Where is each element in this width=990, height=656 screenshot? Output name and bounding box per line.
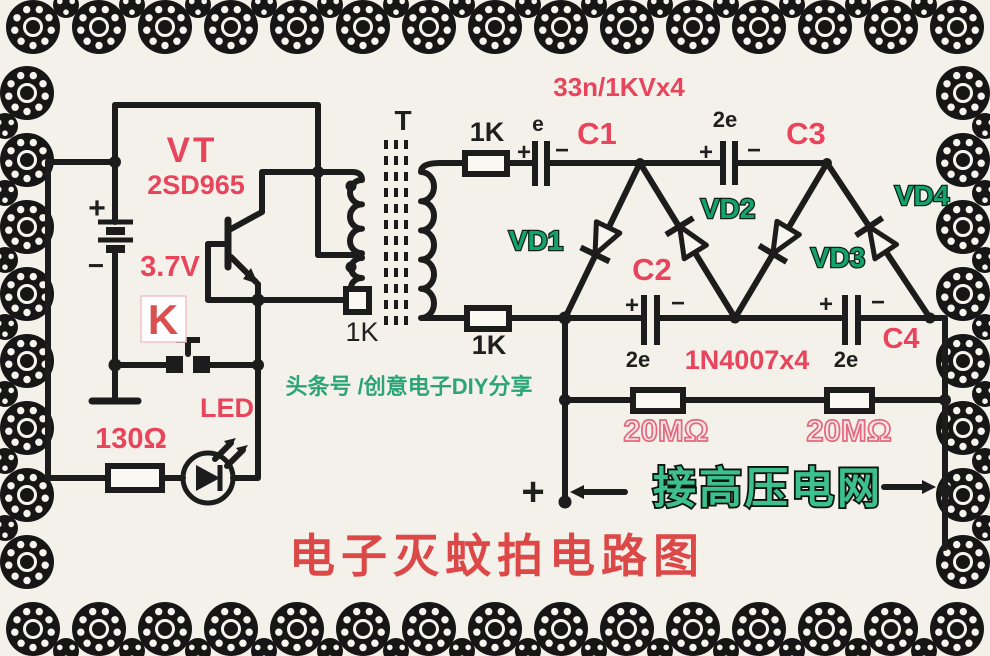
multiplier-bottom xyxy=(427,295,948,551)
c2-mark: 2e xyxy=(626,347,650,372)
c4-label: C4 xyxy=(882,323,919,355)
c4-minus: − xyxy=(871,289,885,316)
c3-mark: 2e xyxy=(713,107,737,132)
output-plus-sign: + xyxy=(521,470,544,514)
c4-plus: + xyxy=(819,291,833,318)
battery: + − xyxy=(88,192,133,281)
diode-vd3 xyxy=(757,218,802,265)
junction-dots xyxy=(108,156,952,509)
bleed-resistor-1-label: 20MΩ xyxy=(623,413,708,448)
bleed-resistor-2-label: 20MΩ xyxy=(806,413,891,448)
resistor-1k-bottom xyxy=(464,305,512,332)
c3-plus: + xyxy=(699,139,713,166)
diagram-title: 电子灭蚊拍电路图 xyxy=(289,531,705,582)
switch-k xyxy=(166,337,210,373)
cap-note-label: 33n/1KVx4 xyxy=(553,72,685,102)
emitter-arrow xyxy=(243,268,258,284)
led xyxy=(180,438,248,506)
vt-part-label: 2SD965 xyxy=(147,170,245,200)
c2-minus: − xyxy=(671,290,685,317)
led-label: LED xyxy=(200,393,254,423)
primary-winding-upper xyxy=(347,169,365,257)
battery-voltage-label: 3.7V xyxy=(140,251,200,283)
secondary-winding xyxy=(418,160,443,321)
polarity-dot xyxy=(345,180,357,192)
led-triangle xyxy=(196,465,220,491)
resistor-20m-1 xyxy=(630,387,686,414)
c1-label: C1 xyxy=(577,116,617,151)
watermark: 头条号 /创意电子DIY分享 xyxy=(286,374,533,399)
c2-label: C2 xyxy=(632,252,672,287)
diode-vd1 xyxy=(579,219,623,265)
c3-label: C3 xyxy=(786,116,826,151)
collector-lead xyxy=(228,169,321,232)
led-arrow xyxy=(224,438,236,448)
c1-mark: e xyxy=(532,113,544,136)
vd2-label: VD2 xyxy=(701,193,755,224)
battery-plus-sign: + xyxy=(88,192,106,225)
switch-label-patch xyxy=(140,295,187,343)
c4-mark: 2e xyxy=(834,347,858,372)
c3-minus: − xyxy=(747,137,761,164)
vd4-label: VD4 xyxy=(895,180,950,211)
resistor-130 xyxy=(105,463,165,493)
switch-label: K xyxy=(148,296,178,343)
circuit-wires xyxy=(45,102,355,481)
vd1-label: VD1 xyxy=(509,225,563,256)
resistor-20m-2 xyxy=(824,387,875,414)
diode-ladder xyxy=(562,160,933,321)
vt-ref-label: VT xyxy=(167,131,218,170)
output-section xyxy=(562,315,948,505)
led-arrow xyxy=(236,445,248,455)
diode-note-label: 1N4007x4 xyxy=(685,345,810,375)
polarity-dot xyxy=(345,261,357,273)
resistor-1k-bottom-label: 1K xyxy=(472,330,507,360)
resistor-1k-top xyxy=(462,150,510,177)
resistor-1k-top-label: 1K xyxy=(470,117,505,147)
emitter-rail xyxy=(230,281,261,481)
diode-vd4 xyxy=(854,215,900,262)
transformer xyxy=(345,140,443,332)
vd3-label: VD3 xyxy=(811,242,865,273)
output-arrow-left xyxy=(570,485,584,499)
transformer-label: T xyxy=(394,105,411,136)
resistor-130-label: 130Ω xyxy=(95,423,167,455)
hv-grid-label: 接高压电网 xyxy=(653,465,883,513)
diode-vd2 xyxy=(664,215,709,262)
c1-minus: − xyxy=(555,137,569,164)
output-arrow-right xyxy=(922,480,936,494)
base-resistor-label: 1K xyxy=(345,317,378,347)
base-resistor-square xyxy=(343,286,372,315)
battery-minus-sign: − xyxy=(88,250,104,281)
c1-plus: + xyxy=(517,139,531,166)
c2-plus: + xyxy=(625,292,639,319)
